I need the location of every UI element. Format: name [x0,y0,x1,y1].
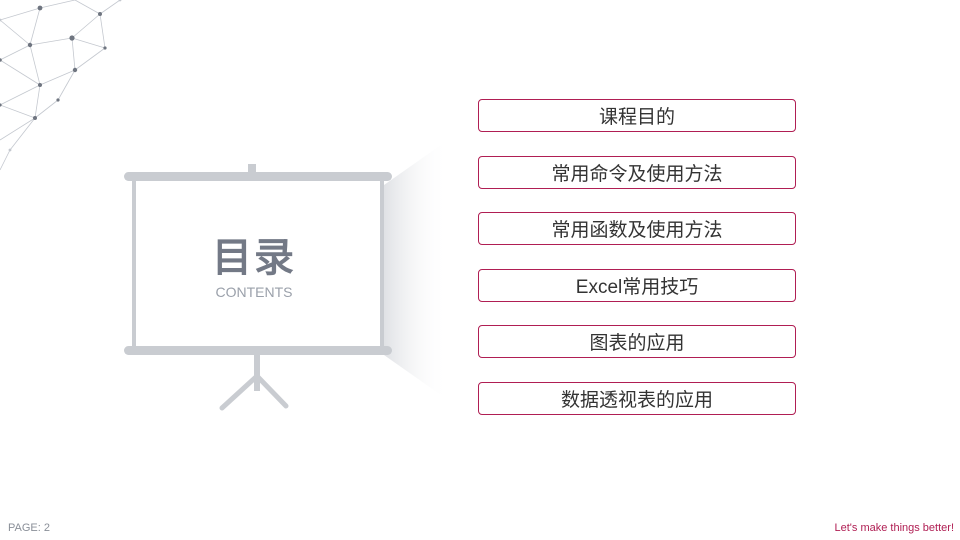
contents-menu: 课程目的 常用命令及使用方法 常用函数及使用方法 Excel常用技巧 图表的应用… [478,99,796,438]
projector-screen-icon [124,140,448,411]
network-mesh-icon [0,0,122,171]
menu-item-course-purpose[interactable]: 课程目的 [478,99,796,132]
slogan: Let's make things better! [834,522,955,534]
menu-item-pivot-table[interactable]: 数据透视表的应用 [478,381,796,415]
page-number: PAGE: 2 [8,522,50,534]
page-title: 目录 [212,236,296,280]
page-subtitle: CONTENTS [215,284,293,300]
menu-item-common-commands[interactable]: 常用命令及使用方法 [478,155,796,189]
menu-item-chart-usage[interactable]: 图表的应用 [478,325,796,358]
menu-item-common-functions[interactable]: 常用函数及使用方法 [478,212,796,245]
menu-item-excel-tips[interactable]: Excel常用技巧 [478,268,796,302]
